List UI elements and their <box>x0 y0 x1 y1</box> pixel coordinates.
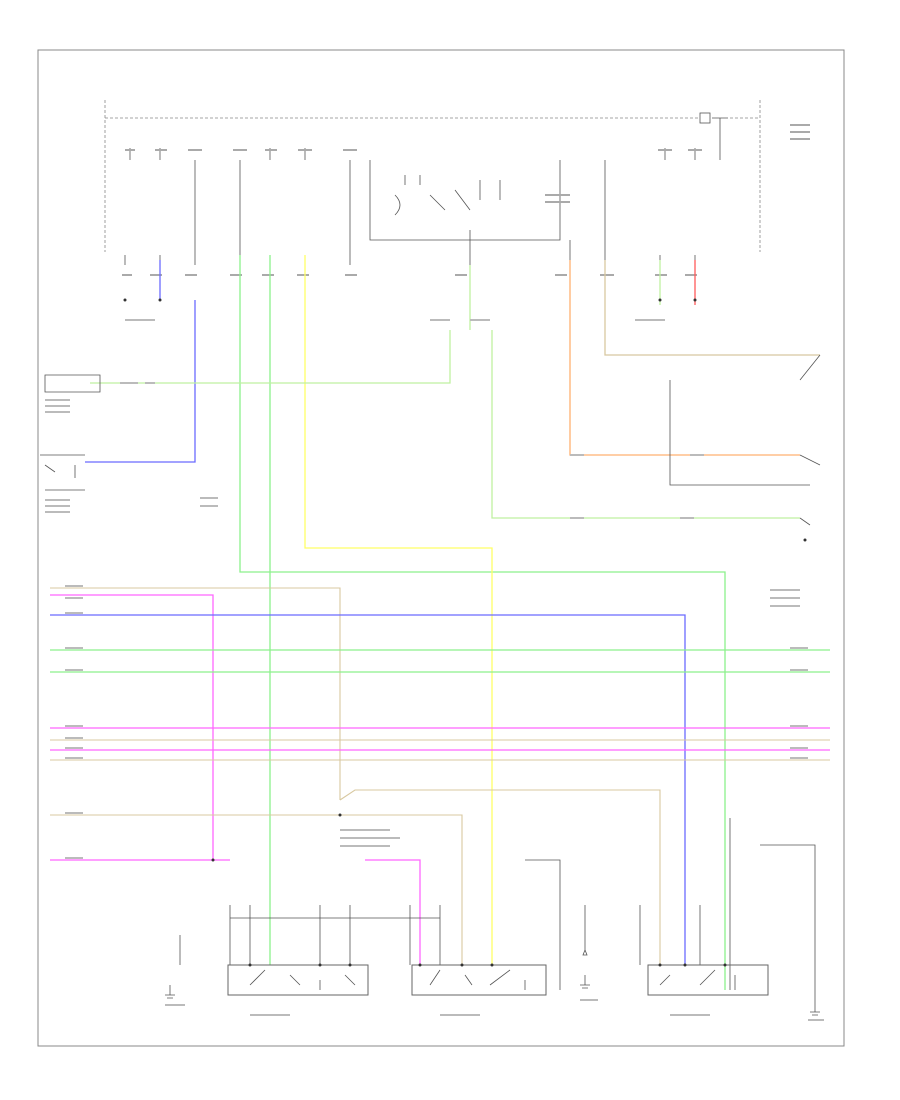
bus-tan-4 <box>50 814 463 965</box>
bus-pink-1 <box>50 594 214 860</box>
ground-right <box>810 1005 820 1016</box>
left-front-door-lock-actuator <box>647 963 769 996</box>
ground-left-1 <box>165 985 175 999</box>
diagram-frame <box>37 49 845 1047</box>
splice-dots <box>123 298 807 817</box>
wire-labels <box>45 319 824 1021</box>
wire-blue-left <box>85 260 196 463</box>
wire-green-lock <box>90 330 451 384</box>
wire-green-1 <box>239 255 726 990</box>
bus-tan-1 <box>50 587 341 800</box>
connector-row <box>124 255 696 265</box>
bus-pink-4 <box>50 859 421 965</box>
bus-blue <box>50 614 686 965</box>
right-switch-wiring <box>669 354 821 1005</box>
top-pin-labels <box>122 124 810 276</box>
door-lock-switch-module <box>40 374 215 862</box>
right-rear-door-lock-actuator <box>411 963 547 996</box>
bus-tan-right <box>339 789 661 965</box>
wire-green-right-switch <box>469 265 800 519</box>
left-rear-door-lock-actuator <box>165 963 369 999</box>
ground-mid <box>580 975 590 989</box>
wire-yellow <box>304 255 493 965</box>
module-internal-wiring <box>179 859 701 990</box>
wire-tan-right <box>604 260 820 356</box>
top-module <box>104 100 761 255</box>
